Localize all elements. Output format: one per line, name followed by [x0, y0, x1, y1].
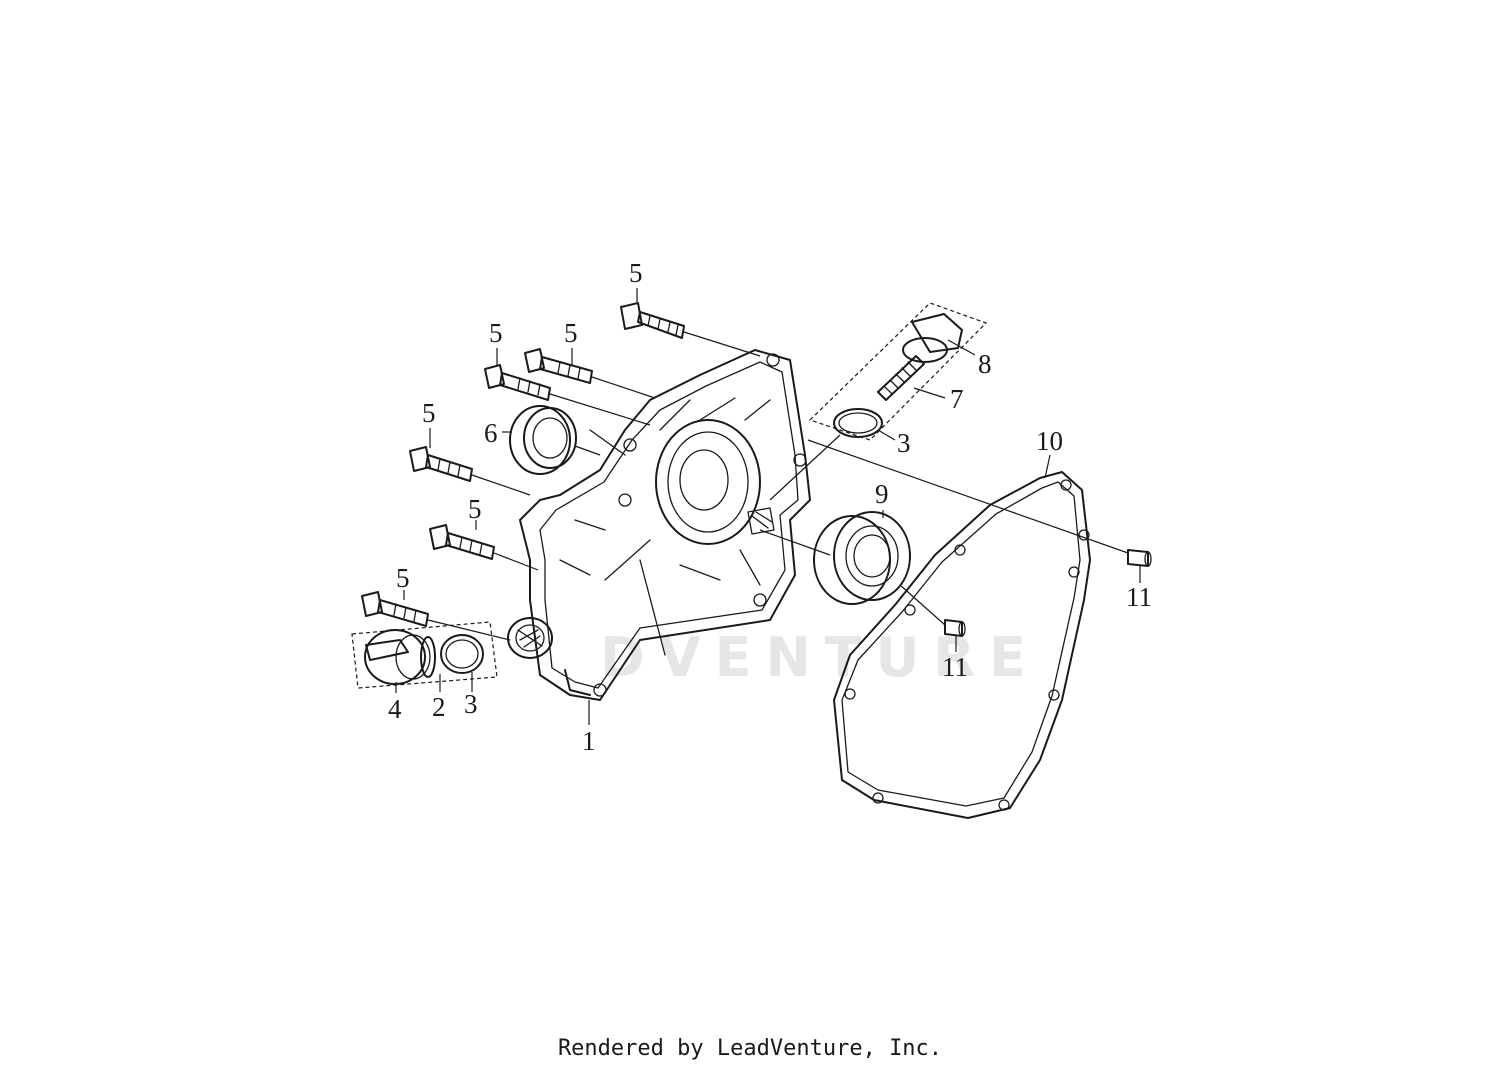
callout-5: 5: [489, 318, 503, 348]
part-5-bolt[interactable]: [409, 446, 473, 482]
callout-11: 11: [1126, 582, 1152, 612]
part-2-oring[interactable]: [420, 636, 436, 678]
callout-5: 5: [396, 563, 410, 593]
part-11-dowel-pin[interactable]: [944, 619, 966, 637]
callout-4: 4: [388, 694, 402, 724]
callout-6: 6: [484, 418, 498, 448]
callout-11: 11: [942, 652, 968, 682]
dipstick-group-box: [808, 302, 988, 441]
callout-1: 1: [582, 726, 596, 756]
assembly-lines: [395, 288, 1141, 725]
callout-3: 3: [464, 689, 478, 719]
part-11-dowel-pin[interactable]: [1127, 549, 1152, 567]
callout-5: 5: [422, 398, 436, 428]
part-3-oring-dipstick[interactable]: [833, 408, 883, 438]
callout-8: 8: [978, 349, 992, 379]
part-5-bolt[interactable]: [429, 524, 495, 560]
footer-credit: Rendered by LeadVenture, Inc.: [557, 1036, 943, 1061]
part-9-bearing[interactable]: [813, 511, 911, 605]
part-10-gasket[interactable]: [833, 471, 1091, 819]
part-5-bolt[interactable]: [620, 302, 685, 339]
callout-10: 10: [1036, 426, 1063, 456]
part-4-oil-cap[interactable]: [364, 629, 431, 685]
callout-5: 5: [564, 318, 578, 348]
part-5-bolt[interactable]: [484, 364, 551, 401]
part-5-bolt[interactable]: [524, 348, 593, 384]
callout-3: 3: [897, 428, 911, 458]
part-3-gasket-left[interactable]: [440, 634, 484, 674]
watermark: DVENTURE: [600, 626, 1040, 689]
callout-2: 2: [432, 692, 446, 722]
callout-5: 5: [468, 494, 482, 524]
part-7-dipstick-screen[interactable]: [877, 355, 925, 401]
callout-9: 9: [875, 479, 889, 509]
part-6-oil-seal[interactable]: [509, 405, 577, 475]
callout-7: 7: [950, 384, 964, 414]
part-8-dipstick-cap[interactable]: [902, 313, 963, 363]
part-1-crankcase-cover[interactable]: [507, 349, 811, 701]
callout-5: 5: [629, 258, 643, 288]
callout-labels: 1 2 3 4 5 5 5 5 5 5 6 7 8 3 9 10 11 11: [388, 258, 1152, 756]
oil-cap-group-box: [351, 621, 498, 689]
part-5-bolt[interactable]: [361, 591, 429, 627]
